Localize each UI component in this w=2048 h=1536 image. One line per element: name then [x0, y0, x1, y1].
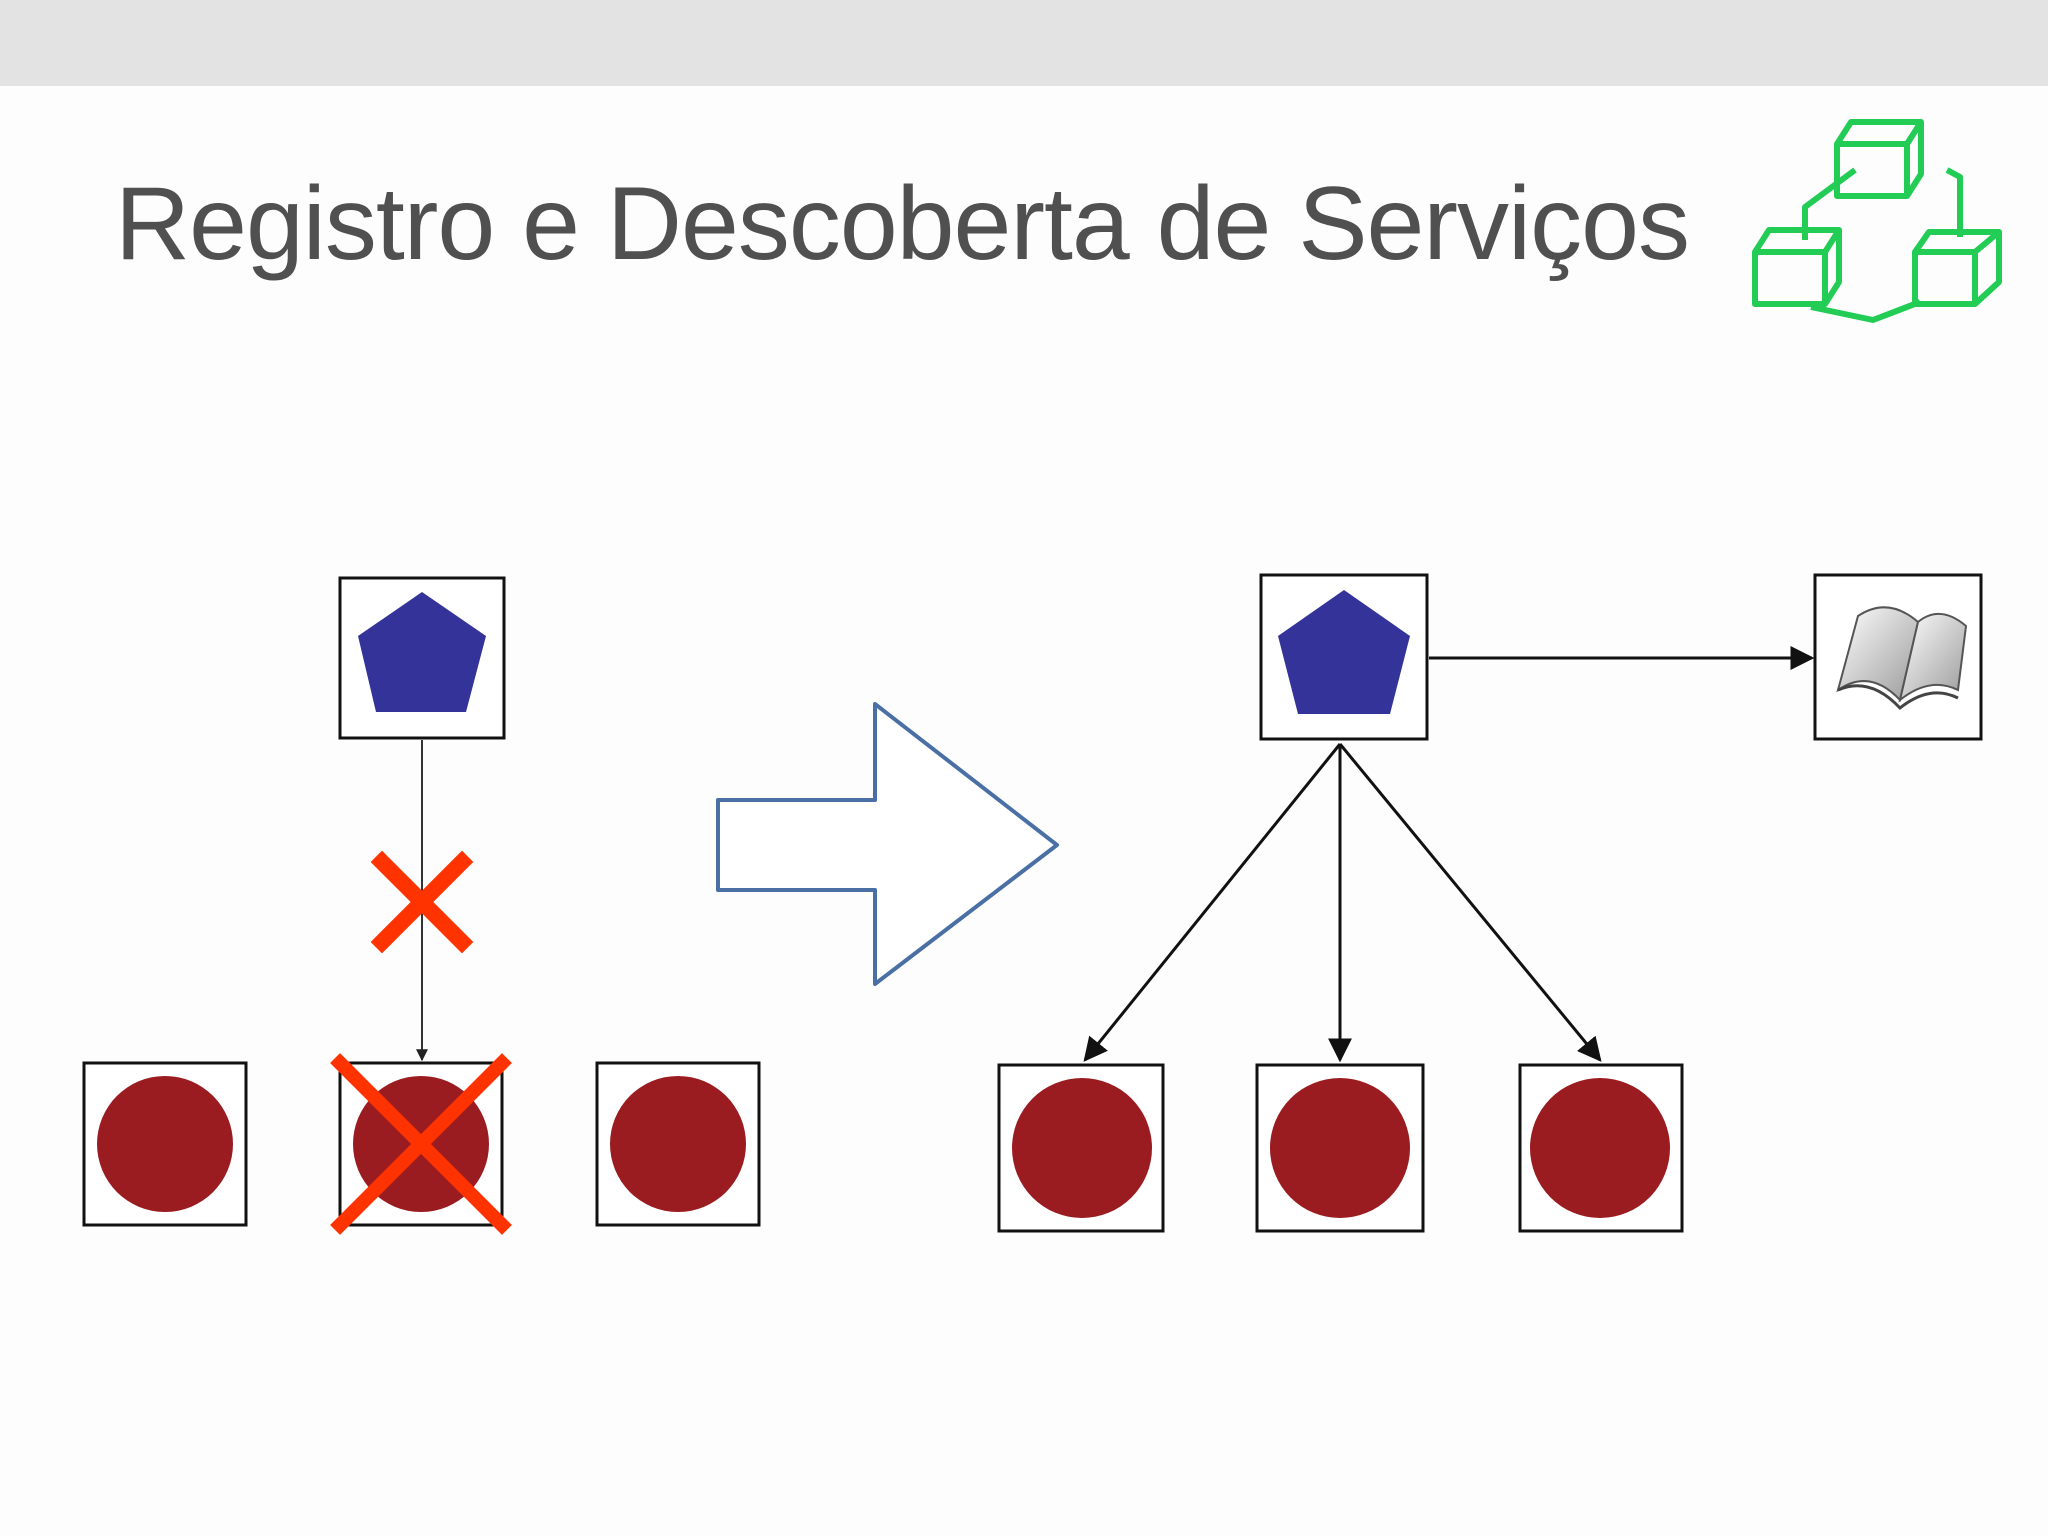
target-node-right-2: [1255, 1063, 1425, 1233]
circle-icon: [1012, 1078, 1152, 1218]
target-node-right-1: [997, 1063, 1165, 1233]
cube-right: [1912, 249, 1978, 307]
book-icon: [1836, 606, 1968, 711]
target-node-left-1: [82, 1061, 248, 1227]
circle-icon: [97, 1076, 233, 1212]
target-node-left-3: [595, 1061, 761, 1227]
discovery-arrow-3: [1338, 743, 1602, 1062]
pentagon-icon: [1278, 590, 1410, 714]
right-scheme: [997, 573, 1983, 1233]
transition-arrow-icon: [716, 702, 1059, 986]
caller-node-left: [338, 576, 506, 740]
pentagon-icon: [358, 592, 486, 712]
left-scheme: [82, 576, 761, 1235]
cube-left: [1752, 249, 1828, 307]
caller-node-right: [1259, 573, 1429, 741]
blocked-cross-icon: [370, 850, 474, 954]
registry-node: [1813, 573, 1983, 741]
cube-top: [1834, 141, 1910, 199]
target-node-right-3: [1518, 1063, 1684, 1233]
slide-title: Registro e Descoberta de Serviços: [115, 166, 1690, 282]
connected-cubes-icon: [1752, 119, 2002, 323]
circle-icon: [1270, 1078, 1410, 1218]
discovery-arrow-1: [1083, 743, 1342, 1062]
circle-icon: [1530, 1078, 1670, 1218]
failed-cross-icon: [330, 1053, 512, 1235]
circle-icon: [610, 1076, 746, 1212]
target-node-left-2: [330, 1053, 512, 1235]
top-bar: [0, 0, 2048, 86]
